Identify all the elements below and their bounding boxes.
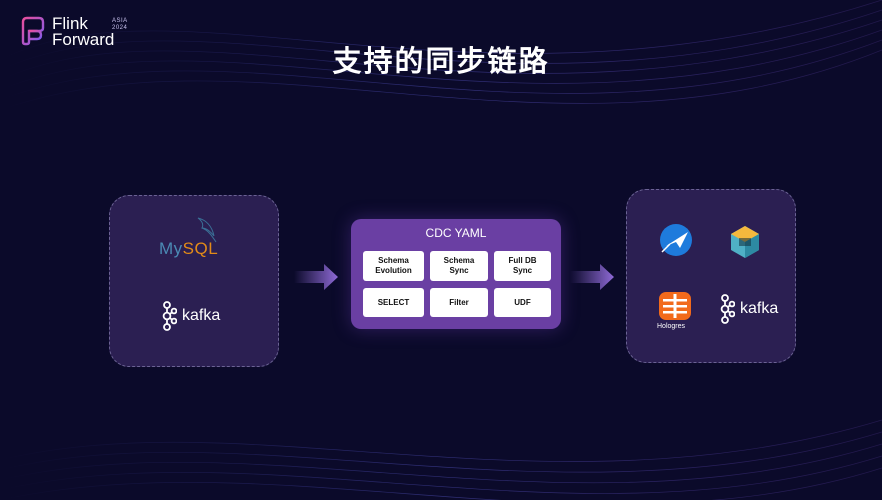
source-panel: MySQL kafka bbox=[109, 195, 279, 367]
logo-edition: ASIA 2024 bbox=[112, 18, 128, 32]
mysql-logo-my: My bbox=[159, 239, 183, 258]
feature-line: Schema bbox=[443, 256, 475, 265]
page-title: 支持的同步链路 bbox=[332, 46, 550, 78]
arrow-source-to-pipeline bbox=[294, 264, 338, 290]
doris-icon bbox=[660, 224, 692, 256]
feature-line: SELECT bbox=[377, 297, 410, 307]
kafka-icon bbox=[162, 301, 177, 331]
arrow-pipeline-to-sink bbox=[570, 264, 614, 290]
feature-line: Filter bbox=[449, 297, 469, 307]
starrocks-icon bbox=[731, 226, 759, 258]
flink-forward-logo-icon bbox=[21, 16, 45, 46]
pipeline-title: CDC YAML bbox=[425, 226, 487, 240]
feature-line: Sync bbox=[512, 266, 533, 275]
feature-line: Full DB bbox=[508, 256, 537, 265]
feature-filter: Filter bbox=[430, 288, 488, 317]
logo-text-flink: Flink bbox=[52, 14, 88, 33]
hologres-label: Hologres bbox=[657, 323, 686, 330]
mysql-logo-sql: SQL bbox=[182, 239, 219, 258]
kafka-sink-label: kafka bbox=[740, 300, 779, 317]
logo-text-forward: Forward bbox=[52, 30, 115, 49]
feature-line: UDF bbox=[514, 297, 531, 307]
logo-edition-asia: ASIA bbox=[112, 18, 128, 24]
hologres-icon bbox=[659, 292, 691, 320]
logo-edition-year: 2024 bbox=[112, 25, 128, 31]
mysql-logo-text: MySQL bbox=[159, 239, 218, 259]
kafka-source-label: kafka bbox=[182, 307, 221, 324]
kafka-icon bbox=[720, 294, 735, 324]
feature-udf: UDF bbox=[494, 288, 551, 317]
feature-line: Evolution bbox=[375, 266, 412, 275]
feature-select: SELECT bbox=[363, 288, 424, 317]
mysql-dolphin-icon bbox=[197, 217, 217, 243]
sink-panel: Hologres kafka bbox=[626, 189, 796, 363]
flink-forward-logo: Flink Forward ASIA 2024 bbox=[20, 14, 127, 49]
feature-line: Sync bbox=[449, 266, 469, 275]
feature-line: Schema bbox=[378, 256, 409, 265]
